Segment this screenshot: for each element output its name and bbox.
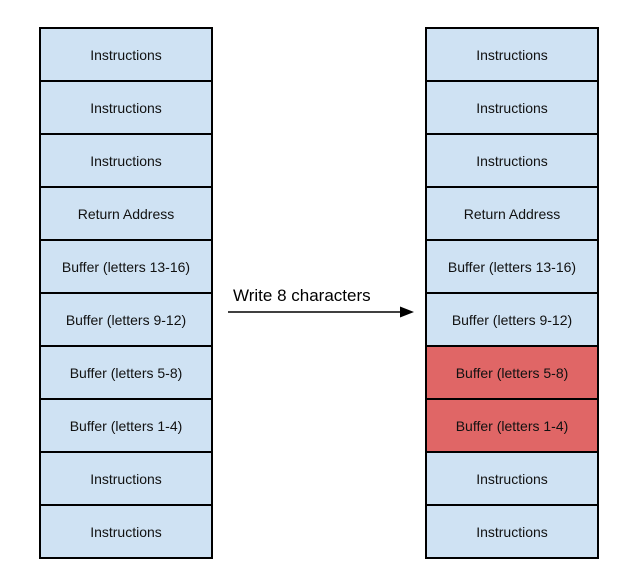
right-cell-buffer-9-12: Buffer (letters 9-12) bbox=[427, 294, 597, 347]
left-cell-instructions-5: Instructions bbox=[41, 506, 211, 559]
right-memory-stack: Instructions Instructions Instructions R… bbox=[425, 27, 599, 559]
left-cell-buffer-13-16: Buffer (letters 13-16) bbox=[41, 241, 211, 294]
arrow-head bbox=[400, 306, 414, 318]
right-cell-return-address: Return Address bbox=[427, 188, 597, 241]
left-memory-stack: Instructions Instructions Instructions R… bbox=[39, 27, 213, 559]
left-cell-buffer-1-4: Buffer (letters 1-4) bbox=[41, 400, 211, 453]
left-cell-instructions-2: Instructions bbox=[41, 82, 211, 135]
right-cell-instructions-4: Instructions bbox=[427, 453, 597, 506]
right-cell-instructions-2: Instructions bbox=[427, 82, 597, 135]
right-cell-instructions-5: Instructions bbox=[427, 506, 597, 559]
right-cell-buffer-5-8: Buffer (letters 5-8) bbox=[427, 347, 597, 400]
left-cell-buffer-5-8: Buffer (letters 5-8) bbox=[41, 347, 211, 400]
right-cell-buffer-1-4: Buffer (letters 1-4) bbox=[427, 400, 597, 453]
left-cell-return-address: Return Address bbox=[41, 188, 211, 241]
arrow-label: Write 8 characters bbox=[233, 286, 371, 305]
right-cell-buffer-13-16: Buffer (letters 13-16) bbox=[427, 241, 597, 294]
left-cell-instructions-4: Instructions bbox=[41, 453, 211, 506]
right-cell-instructions-1: Instructions bbox=[427, 29, 597, 82]
right-cell-instructions-3: Instructions bbox=[427, 135, 597, 188]
left-cell-buffer-9-12: Buffer (letters 9-12) bbox=[41, 294, 211, 347]
left-cell-instructions-1: Instructions bbox=[41, 29, 211, 82]
right-arrow-icon bbox=[228, 306, 414, 318]
left-cell-instructions-3: Instructions bbox=[41, 135, 211, 188]
